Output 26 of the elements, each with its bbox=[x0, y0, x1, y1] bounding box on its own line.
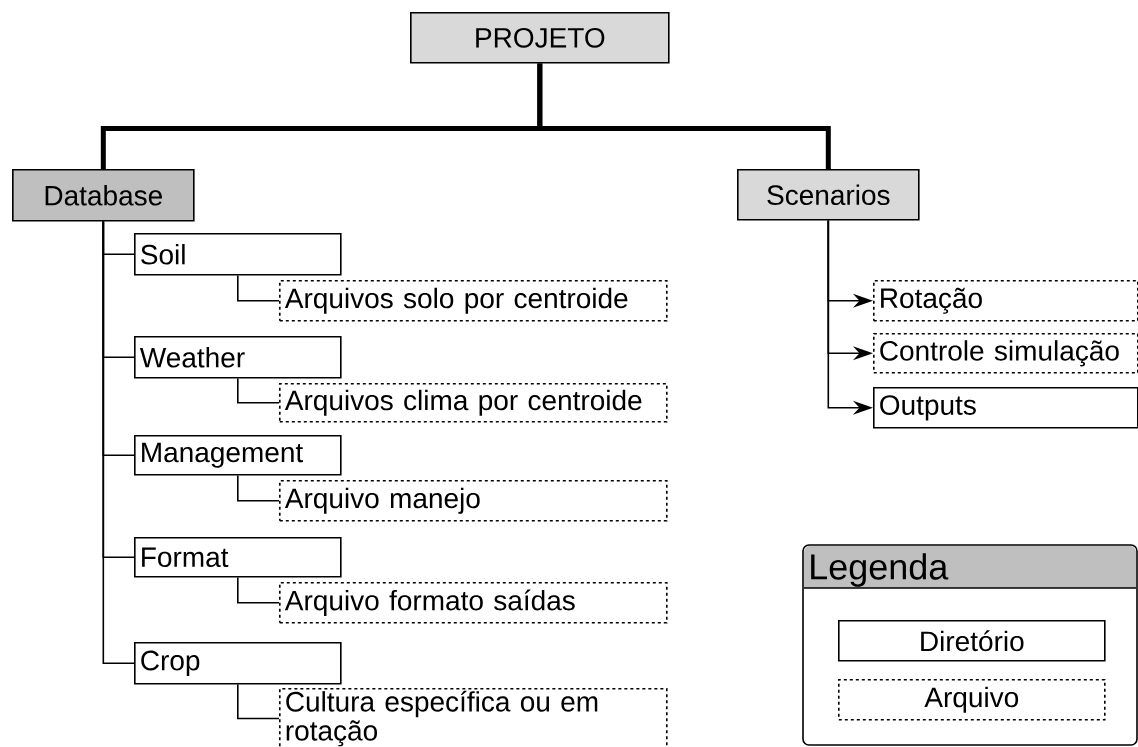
file-box: Arquivo manejo bbox=[279, 480, 668, 522]
legend-file-sample: Arquivo bbox=[838, 679, 1106, 721]
connector-line bbox=[237, 474, 280, 502]
folder-box: Database bbox=[12, 169, 195, 222]
connector-line bbox=[237, 576, 280, 604]
legend-folder-sample: Diretório bbox=[838, 620, 1106, 662]
file-box: Cultura específica ou em rotação bbox=[279, 688, 668, 747]
folder-box: Crop bbox=[134, 642, 342, 685]
file-box: Arquivo formato saídas bbox=[279, 582, 668, 624]
legend-title: Legenda bbox=[811, 553, 949, 587]
folder-box: Management bbox=[134, 435, 342, 476]
connector-line bbox=[237, 377, 280, 404]
connector-line bbox=[237, 683, 280, 720]
connector-line bbox=[102, 220, 135, 665]
folder-box: Format bbox=[134, 537, 342, 578]
folder-box: PROJETO bbox=[410, 12, 670, 64]
folder-box: Soil bbox=[134, 233, 342, 276]
folder-box: Weather bbox=[134, 336, 342, 379]
file-box: Controle simulação bbox=[873, 333, 1138, 374]
folder-box: Outputs bbox=[873, 387, 1138, 429]
connector-line bbox=[537, 63, 831, 169]
folder-box: Scenarios bbox=[737, 169, 920, 221]
file-box: Arquivos clima por centroide bbox=[279, 383, 668, 423]
connector-line bbox=[237, 274, 280, 302]
file-box: Rotação bbox=[873, 280, 1138, 322]
file-box: Arquivos solo por centroide bbox=[279, 280, 668, 322]
